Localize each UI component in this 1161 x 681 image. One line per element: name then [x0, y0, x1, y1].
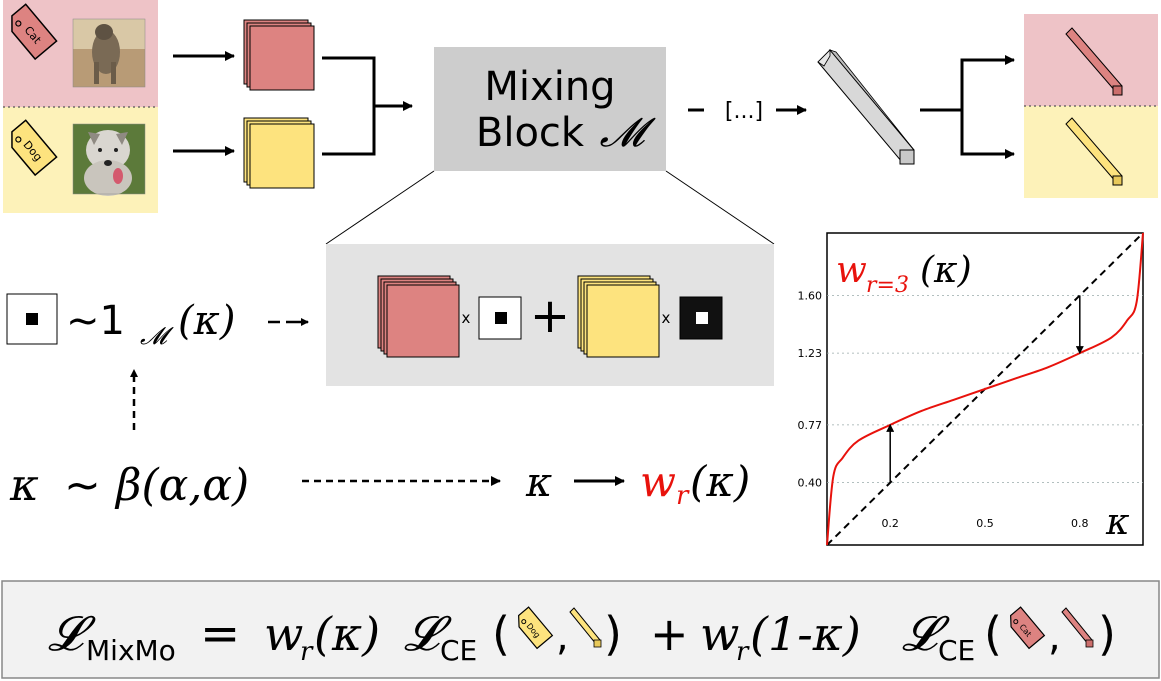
weight-sub: r [676, 481, 690, 511]
plot-xlabel: κ [1105, 502, 1130, 543]
loss-sub: MixMo [86, 634, 176, 667]
cat-output-bar [1065, 27, 1123, 96]
input-panel: Cat Dog [3, 0, 158, 213]
open-paren-2: ( [984, 607, 1002, 661]
y-tick-label: 0.77 [798, 419, 823, 432]
mixing-block: Mixing Block 𝓜 [434, 47, 666, 171]
w1-arg: (κ) [314, 607, 380, 661]
open-paren-1: ( [492, 607, 510, 661]
mixing-block-line2: Block [476, 110, 585, 156]
loss-formula-box: 𝓛 MixMo = w r (κ) 𝓛 CE ( Dog , ) + w r (… [1, 580, 1160, 679]
lce2-sub: CE [938, 634, 975, 667]
y-tick-label: 0.40 [798, 477, 823, 490]
x-tick-label: 0.5 [976, 517, 994, 530]
cat-tag-icon: Cat [11, 3, 58, 61]
dog-output-bar [1065, 117, 1123, 186]
ellipsis-label: [...] [725, 99, 763, 124]
weight-curve [826, 232, 1144, 546]
output-panel [1024, 14, 1158, 198]
plot-ticks: 0.40 0.77 1.23 1.60 0.2 0.5 0.8 [798, 289, 1089, 530]
y-tick-label: 1.60 [798, 289, 823, 302]
dog-tag-icon: Dog [11, 119, 58, 177]
comma-2: , [1048, 614, 1061, 660]
times-1: x [462, 309, 471, 327]
mixing-detail-box: x + x [326, 244, 774, 386]
times-2: x [662, 309, 671, 327]
equals-sign: = [200, 606, 240, 662]
mask-formula-sub: 𝓜 [140, 322, 174, 350]
w2-sub: r [736, 637, 750, 667]
cat-feature-stack [243, 19, 315, 91]
x-tick-label: 0.2 [881, 517, 899, 530]
weight-arg: (κ) [690, 457, 750, 506]
plot-series [826, 232, 1144, 546]
plot-title-w: w [836, 250, 867, 291]
w1-sub: r [300, 637, 314, 667]
kappa-symbol-2: κ [525, 460, 552, 506]
close-paren-1: ) [604, 607, 622, 661]
close-paren-2: ) [1098, 607, 1116, 661]
dog-feature-stack [243, 117, 315, 189]
w2-arg: (1-κ) [750, 607, 861, 661]
feature-vector-bar [817, 49, 915, 165]
comma-1: , [556, 614, 569, 660]
mask-icon [6, 293, 58, 345]
formula-cat-bar-icon [1061, 607, 1094, 648]
dog-photo [72, 123, 146, 196]
mask-formula-arg: (κ) [178, 298, 235, 344]
weight-plot: 0.40 0.77 1.23 1.60 0.2 0.5 0.8 w r=3 (κ) κ [798, 232, 1144, 546]
formula-dog-tag-icon: Dog [518, 606, 554, 650]
plot-title-sub: r=3 [866, 273, 909, 298]
tilde-symbol: ~ [64, 460, 101, 511]
plus-sign-formula: + [650, 607, 689, 661]
formula-cat-tag-icon: Cat [1010, 606, 1046, 650]
w1: w [264, 607, 303, 661]
weight-w: w [640, 457, 676, 506]
x-tick-label: 0.8 [1071, 517, 1089, 530]
beta-distribution: β(α,α) [114, 460, 249, 511]
lce1-sub: CE [440, 634, 477, 667]
mixing-block-line1: Mixing [484, 64, 615, 110]
plus-sign: + [530, 288, 570, 344]
y-tick-label: 1.23 [798, 347, 823, 360]
kappa-symbol: κ [9, 460, 39, 511]
w2: w [700, 607, 739, 661]
cat-photo [72, 18, 146, 88]
plot-title-arg: (κ) [920, 250, 972, 291]
mask-formula-prefix: ~1 [66, 298, 125, 344]
formula-dog-bar-icon [569, 607, 602, 648]
